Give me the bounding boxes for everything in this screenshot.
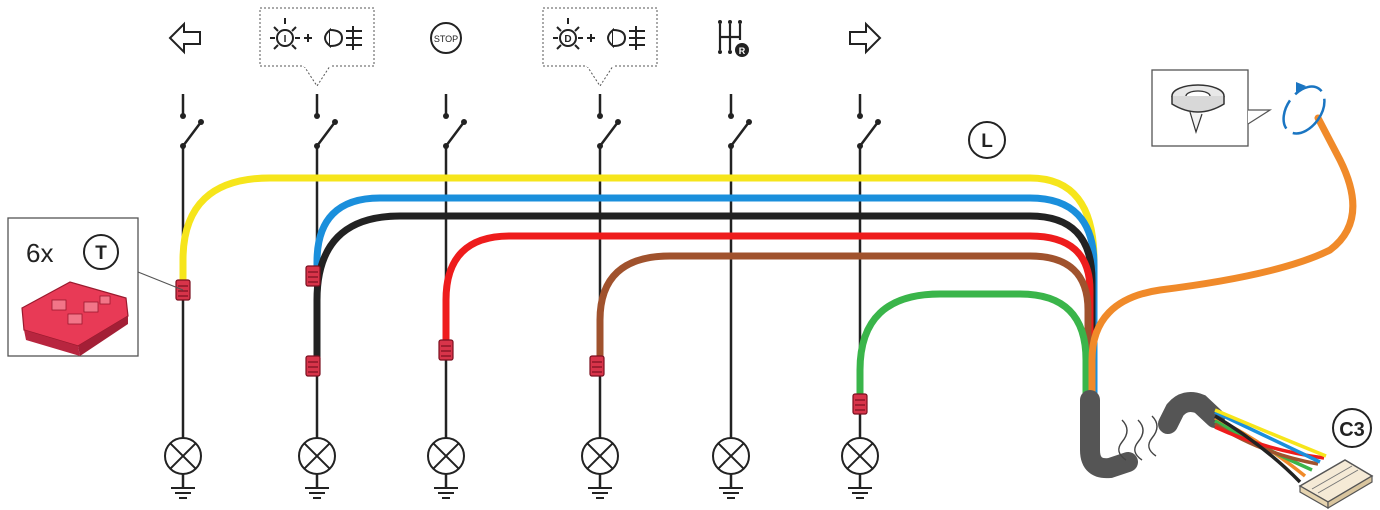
reverse-gear-icon: R — [718, 20, 749, 57]
position-light-right-plus-rear-fog-icon: D — [542, 7, 658, 87]
reverse-icon-text: R — [739, 46, 746, 56]
switch-icon — [178, 92, 883, 151]
connector-badge: C3 — [1332, 408, 1372, 448]
rotate-arrow-icon — [1282, 82, 1326, 135]
orange-wire — [1088, 114, 1357, 399]
left-arrow-icon — [168, 21, 201, 55]
loom-badge: L — [968, 121, 1006, 159]
blue-wire — [313, 194, 1098, 399]
brown-wire — [596, 252, 1092, 399]
position-light-left-plus-rear-fog-icon: I — [259, 7, 375, 87]
red-wire — [442, 232, 1094, 399]
yellow-wire — [179, 174, 1098, 399]
black-wire — [313, 212, 1096, 399]
indicator-letter-right: D — [564, 34, 571, 45]
tap-connector-illustration-icon — [21, 281, 129, 356]
tap-badge-label: T — [95, 243, 107, 264]
right-arrow-icon — [849, 21, 882, 55]
stop-icon: STOP — [430, 22, 462, 54]
cable-sheath — [1080, 390, 1225, 479]
stop-icon-text: STOP — [434, 34, 458, 44]
quantity-label: 6x — [26, 238, 53, 268]
loom-badge-label: L — [981, 131, 993, 152]
indicator-letter-left: I — [284, 34, 287, 45]
insulation-tape-icon — [1171, 84, 1225, 134]
wire-tap-connector-icon — [175, 265, 868, 415]
connector-wires — [1214, 408, 1327, 484]
tap-connector-callout: 6x T — [7, 217, 184, 357]
green-wire — [856, 290, 1090, 404]
connector-badge-label: C3 — [1339, 419, 1365, 441]
multi-pin-connector-icon — [1298, 459, 1374, 510]
lamp-icon — [164, 437, 879, 475]
ground-icon — [169, 472, 874, 500]
insulation-tape-callout — [1151, 69, 1273, 147]
circuit-lines — [181, 146, 862, 438]
